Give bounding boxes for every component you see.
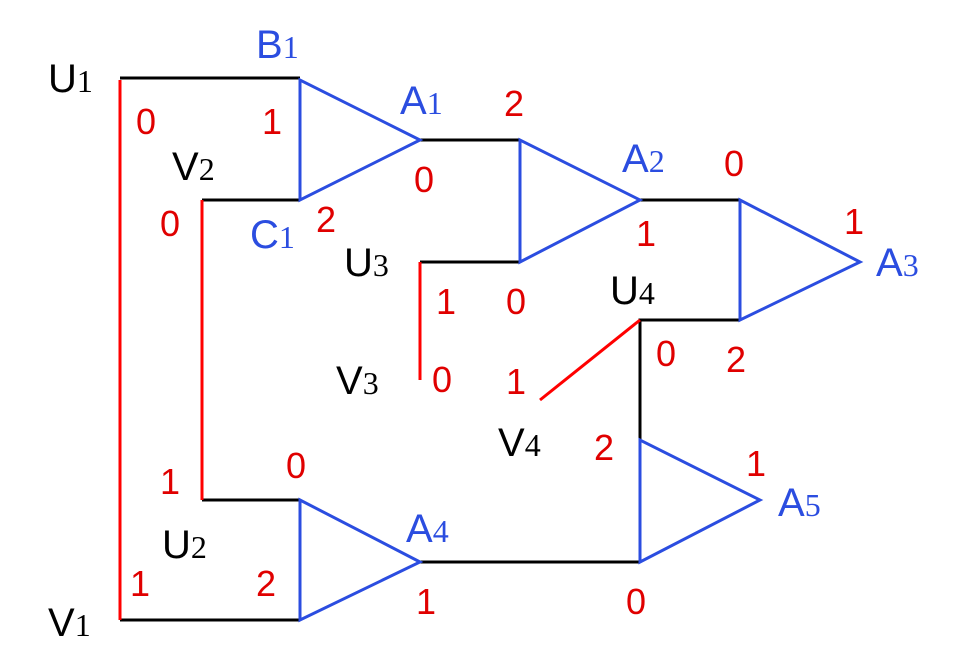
label-a1: A1 [400,79,443,123]
gate-a5 [638,437,764,565]
gate-a3 [738,197,864,323]
num-a3-in-top: 0 [724,143,744,184]
blue-labels: B1 C1 A1 A2 A3 A4 A5 [250,23,919,551]
num-u4-corner: 0 [656,333,676,374]
num-u1-line: 0 [136,101,156,142]
num-b1-in: 1 [262,101,282,142]
num-a3-in-bottom: 2 [726,339,746,380]
gate-a4 [298,497,424,623]
num-a2-out: 1 [636,213,656,254]
label-u2: U2 [162,523,207,567]
num-c1-in: 2 [316,199,336,240]
num-a4-in-top: 0 [286,445,306,486]
num-u2-line: 1 [160,461,180,502]
num-a2-in-bottom: 0 [506,281,526,322]
num-v4-line: 1 [506,361,526,402]
label-a5: A5 [778,481,821,525]
num-a1-out: 0 [414,159,434,200]
label-a4: A4 [406,507,449,551]
wire-u4-v4 [539,318,641,402]
num-v3-end: 0 [432,359,452,400]
label-v2: V2 [172,145,215,189]
black-labels: U1 V2 U3 V3 U4 V4 U2 V1 [48,57,655,645]
wire-a5-u4-a3 [638,318,740,440]
num-a5-out: 1 [746,443,766,484]
label-a2: A2 [622,137,665,181]
label-v3: V3 [336,359,379,403]
num-a4-in-bottom: 2 [256,563,276,604]
label-v4: V4 [498,421,541,465]
num-v1-line: 1 [130,563,150,604]
gate-a2 [518,137,644,265]
label-u3: U3 [344,241,389,285]
gate-a1 [298,77,424,203]
num-u3-line: 1 [436,281,456,322]
num-a5-in-bottom: 0 [626,581,646,622]
label-a3: A3 [876,241,919,285]
label-v1: V1 [48,601,91,645]
num-a3-out: 1 [844,201,864,242]
red-wires [118,80,641,620]
label-u1: U1 [48,57,93,101]
num-a4-out: 1 [416,581,436,622]
port-numbers: 0 1 0 2 0 2 0 1 0 1 0 1 2 0 1 2 1 0 1 0 … [130,83,864,622]
label-c1: C1 [250,213,295,257]
num-v2-line: 0 [160,203,180,244]
gates [298,77,864,623]
num-a5-in-top: 2 [594,427,614,468]
label-b1: B1 [256,23,299,67]
label-u4: U4 [610,269,655,313]
num-a2-in-top: 2 [504,83,524,124]
